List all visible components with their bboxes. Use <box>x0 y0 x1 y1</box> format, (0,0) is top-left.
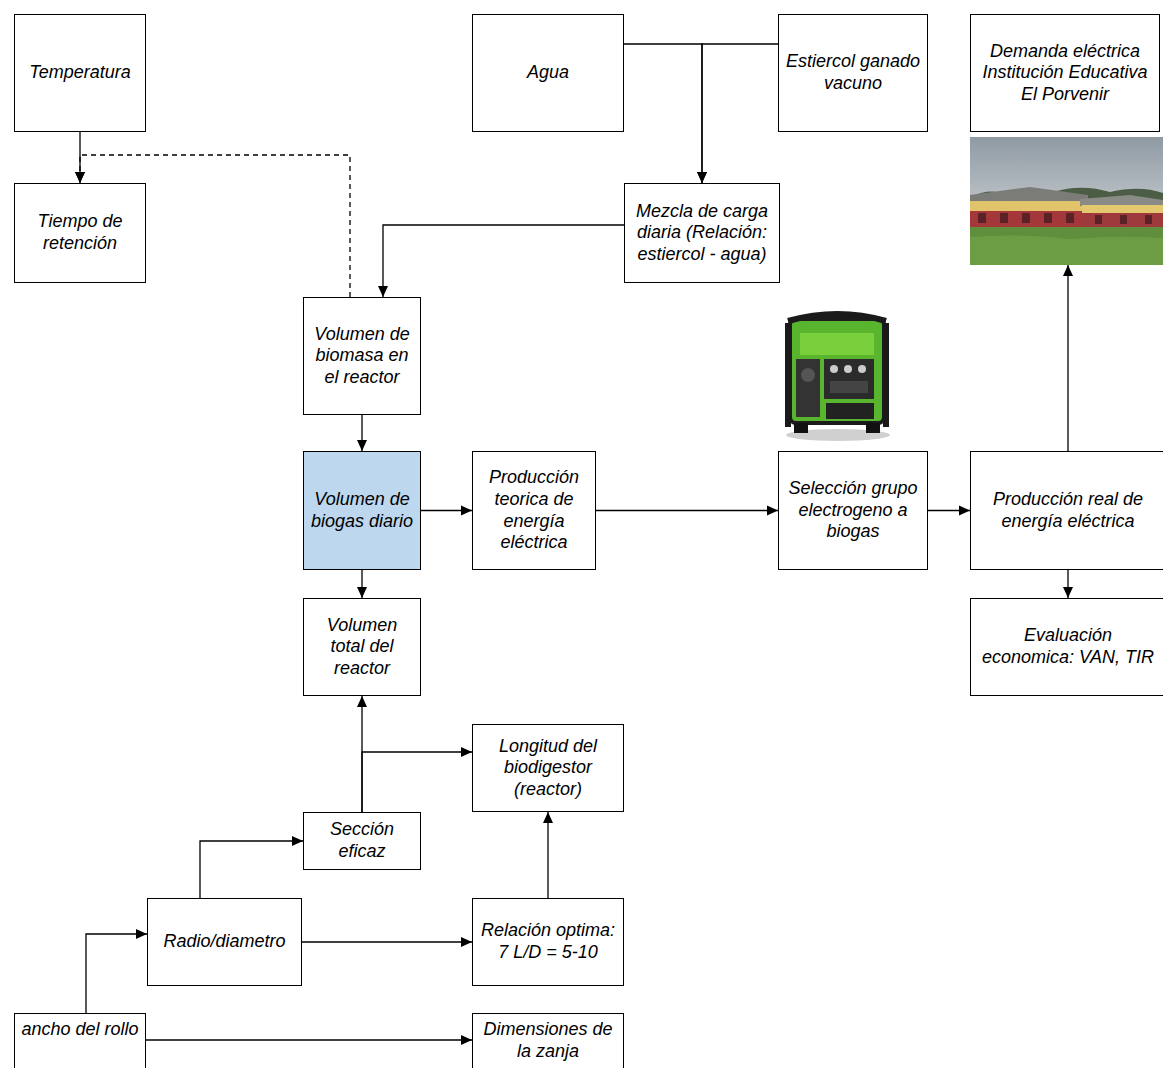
node-label: Longitud del biodigestor (reactor) <box>479 736 617 801</box>
arrow-connector <box>928 510 970 511</box>
arrow-connector <box>383 225 624 297</box>
node-label: Volumen total del reactor <box>310 615 414 680</box>
process-box: Mezcla de carga diaria (Relación: estier… <box>624 183 780 283</box>
arrow-connector <box>362 752 472 812</box>
input-box: Estiercol ganado vacuno <box>778 14 928 132</box>
node-label: Dimensiones de la zanja <box>479 1019 617 1062</box>
node-label: Estiercol ganado vacuno <box>785 51 921 94</box>
input-box: Temperatura <box>14 14 146 132</box>
highlight-box: Volumen de biogas diario <box>303 451 421 570</box>
node-label: Volumen de biogas diario <box>310 489 414 532</box>
arrow-connector <box>302 941 472 942</box>
arrow-connector <box>1067 265 1068 451</box>
node-label: Temperatura <box>29 62 130 84</box>
process-box: Dimensiones de la zanja <box>472 1013 624 1068</box>
process-box: Evaluación economica: VAN, TIR <box>970 598 1163 696</box>
arrow-connector <box>421 510 472 511</box>
input-box: Agua <box>472 14 624 132</box>
process-box: Relación optima: 7 L/D = 5-10 <box>472 898 624 986</box>
node-label: Radio/diametro <box>163 931 285 953</box>
node-label: Relación optima: 7 L/D = 5-10 <box>479 920 617 963</box>
generator-illustration <box>780 303 896 443</box>
input-box: ancho del rollo <box>14 1013 146 1068</box>
arrow-connector <box>146 1039 472 1040</box>
arrow-connector <box>596 510 778 511</box>
node-label: Evaluación economica: VAN, TIR <box>977 625 1159 668</box>
process-box: Selección grupo electrogeno a biogas <box>778 451 928 570</box>
node-label: Sección eficaz <box>310 819 414 862</box>
process-box: Radio/diametro <box>147 898 302 986</box>
node-label: ancho del rollo <box>21 1019 138 1041</box>
arrow-connector <box>361 415 362 451</box>
process-box: Sección eficaz <box>303 812 421 870</box>
process-box: Longitud del biodigestor (reactor) <box>472 724 624 812</box>
process-box: Producción teorica de energía eléctrica <box>472 451 596 570</box>
arrow-connector <box>547 812 548 898</box>
arrow-connector <box>200 841 303 898</box>
arrow-connector <box>361 570 362 598</box>
arrow-connector <box>702 44 778 183</box>
process-box: Tiempo de retención <box>14 183 146 283</box>
demand-box: Demanda eléctrica Institución Educativa … <box>970 14 1160 265</box>
process-box: Volumen total del reactor <box>303 598 421 696</box>
school-photo <box>970 137 1163 265</box>
text-panel: Demanda eléctrica Institución Educativa … <box>970 14 1160 132</box>
node-label: Demanda eléctrica Institución Educativa … <box>977 41 1153 106</box>
node-label: Producción real de energía eléctrica <box>977 489 1159 532</box>
arrow-connector <box>86 934 147 1013</box>
arrow-connector <box>624 44 702 183</box>
node-label: Producción teorica de energía eléctrica <box>479 467 589 553</box>
arrow-connector <box>1067 570 1068 598</box>
node-label: Agua <box>527 62 569 84</box>
node-label: Selección grupo electrogeno a biogas <box>785 478 921 543</box>
node-label: Tiempo de retención <box>21 211 139 254</box>
node-label: Mezcla de carga diaria (Relación: estier… <box>631 201 773 266</box>
process-box: Volumen de biomasa en el reactor <box>303 297 421 415</box>
process-box: Producción real de energía eléctrica <box>970 451 1163 570</box>
node-label: Volumen de biomasa en el reactor <box>310 324 414 389</box>
